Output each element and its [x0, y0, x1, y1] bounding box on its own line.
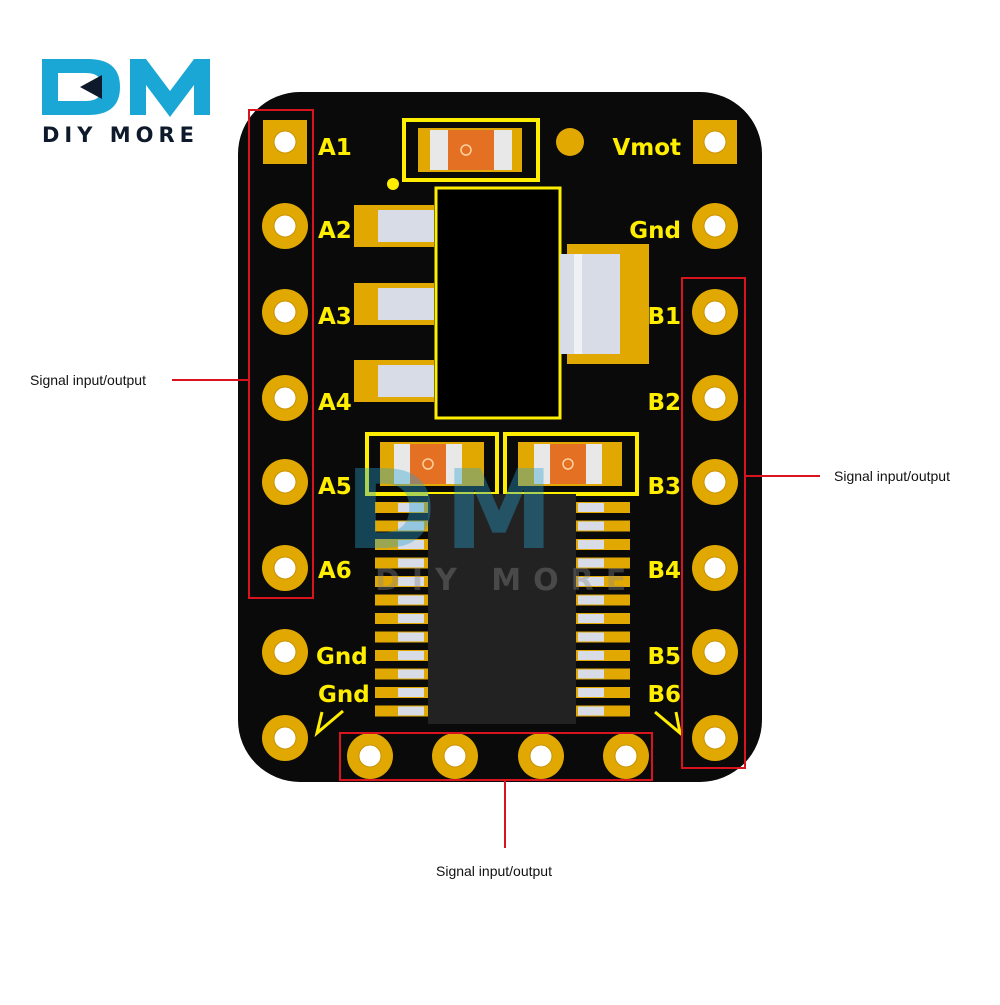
capacitor-top [402, 118, 540, 182]
pin-label-b5: B5 [647, 644, 681, 670]
pin-label-b2: B2 [647, 390, 681, 416]
pad-bottom-1 [347, 733, 393, 779]
svg-text:DM: DM [345, 446, 562, 574]
pin-label-a6: A6 [318, 558, 352, 584]
pin-label-gnd-2: Gnd [318, 682, 370, 708]
pin1-marker [387, 178, 399, 190]
pad-left-7 [262, 629, 308, 675]
callout-label-bottom: Signal input/output [436, 863, 552, 879]
pin-labels-left: A1 A2 A3 A4 A5 A6 Gnd Gnd [316, 135, 370, 708]
pad-left-1 [263, 120, 307, 164]
brand-logo-text: DIY MORE [42, 123, 200, 147]
pin-label-a5: A5 [318, 474, 352, 500]
pad-left-2 [262, 203, 308, 249]
b6-silk-mark [654, 710, 683, 737]
callout-left [172, 109, 314, 599]
ic-lead-metal [578, 614, 604, 623]
ic-lead-metal [398, 651, 424, 660]
brand-logo [38, 55, 238, 155]
pad-left-4 [262, 375, 308, 421]
ic-lead-metal [578, 521, 604, 531]
pad-right-6 [692, 545, 738, 591]
svg-text:DIY MORE: DIY MORE [375, 563, 638, 598]
ic-lead-metal [578, 503, 604, 512]
ic-lead-metal [398, 540, 424, 549]
ic-lead-metal [398, 558, 424, 568]
pin-label-b3: B3 [647, 474, 681, 500]
ic-lead-metal [398, 688, 424, 697]
ic-lead-metal [398, 632, 424, 642]
ic-lead-metal [578, 669, 604, 679]
pin-label-gnd-1: Gnd [316, 644, 368, 670]
pad-right-1 [693, 120, 737, 164]
pad-bottom-4 [603, 733, 649, 779]
pad-right-4 [692, 375, 738, 421]
pad-bottom-3 [518, 733, 564, 779]
ic-lead-metal [578, 577, 604, 586]
ic-lead-metal [398, 503, 424, 512]
ic-lead-metal [398, 669, 424, 679]
ic-lead-metal [398, 595, 424, 605]
voltage-regulator [354, 186, 649, 420]
pad-left-6 [262, 545, 308, 591]
ic-lead-metal [398, 521, 424, 531]
pin-label-gnd-right: Gnd [629, 218, 681, 244]
ic-lead-metal [578, 651, 604, 660]
pad-left-3 [262, 289, 308, 335]
pin-label-vmot: Vmot [612, 135, 681, 161]
ic-lead-metal [578, 540, 604, 549]
logo-mark-icon [42, 59, 210, 117]
callout-label-left: Signal input/output [30, 372, 146, 388]
ic-lead-metal [578, 688, 604, 697]
ic-lead-metal [398, 577, 424, 586]
pad-right-8 [692, 715, 738, 761]
ic-lead-metal [578, 632, 604, 642]
ic-lead-metal [578, 595, 604, 605]
pad-bottom-2 [432, 733, 478, 779]
pin-label-b1: B1 [647, 304, 681, 330]
pad-array [262, 120, 738, 779]
pin-label-b6: B6 [647, 682, 681, 708]
pin-label-b4: B4 [647, 558, 681, 584]
via [556, 128, 584, 156]
pin-label-a4: A4 [318, 390, 352, 416]
ic-chip-icon [375, 502, 630, 717]
capacitor-mid-right [503, 432, 639, 496]
driver-ic [428, 494, 576, 724]
ic-lead-metal [398, 706, 424, 716]
gnd-silk-mark [314, 709, 344, 738]
watermark: DM DIY MORE [345, 446, 638, 598]
pad-right-3 [692, 289, 738, 335]
pad-right-7 [692, 629, 738, 675]
pin-label-a3: A3 [318, 304, 352, 330]
callout-right [681, 277, 820, 769]
pin-labels-right: Vmot Gnd B1 B2 B3 B4 B5 B6 [612, 135, 681, 708]
callout-bottom [339, 732, 653, 848]
pad-left-8 [262, 715, 308, 761]
pad-right-5 [692, 459, 738, 505]
callout-label-right: Signal input/output [834, 468, 950, 484]
ic-lead-metal [398, 614, 424, 623]
ic-lead-metal [578, 558, 604, 568]
ic-lead-metal [578, 706, 604, 716]
pin-label-a1: A1 [318, 135, 352, 161]
pin-label-a2: A2 [318, 218, 352, 244]
pad-left-5 [262, 459, 308, 505]
pad-right-2 [692, 203, 738, 249]
